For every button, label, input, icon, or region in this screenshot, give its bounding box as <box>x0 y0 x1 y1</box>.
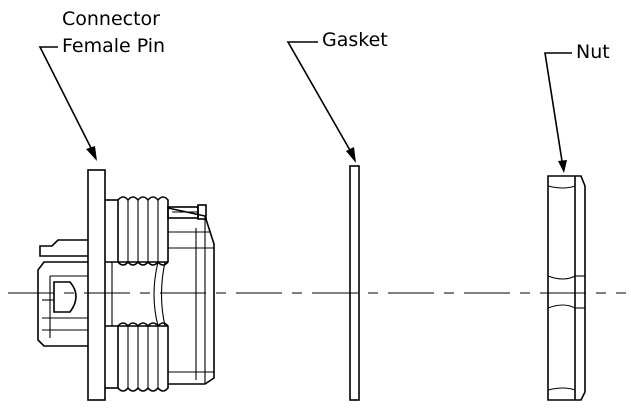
connector-thread-top <box>105 196 169 266</box>
gasket-part <box>349 165 360 401</box>
connector-label-line1: Connector <box>62 8 160 30</box>
nut-leader <box>544 52 572 173</box>
connector-leader <box>38 46 97 161</box>
nut-label: Nut <box>576 41 610 63</box>
connector-label-line2: Female Pin <box>62 35 165 57</box>
connector-female-pin <box>37 169 215 401</box>
connector-thread-bottom <box>105 322 169 392</box>
gasket-leader <box>286 41 356 163</box>
gasket-label: Gasket <box>322 29 388 51</box>
nut-part <box>547 175 586 401</box>
